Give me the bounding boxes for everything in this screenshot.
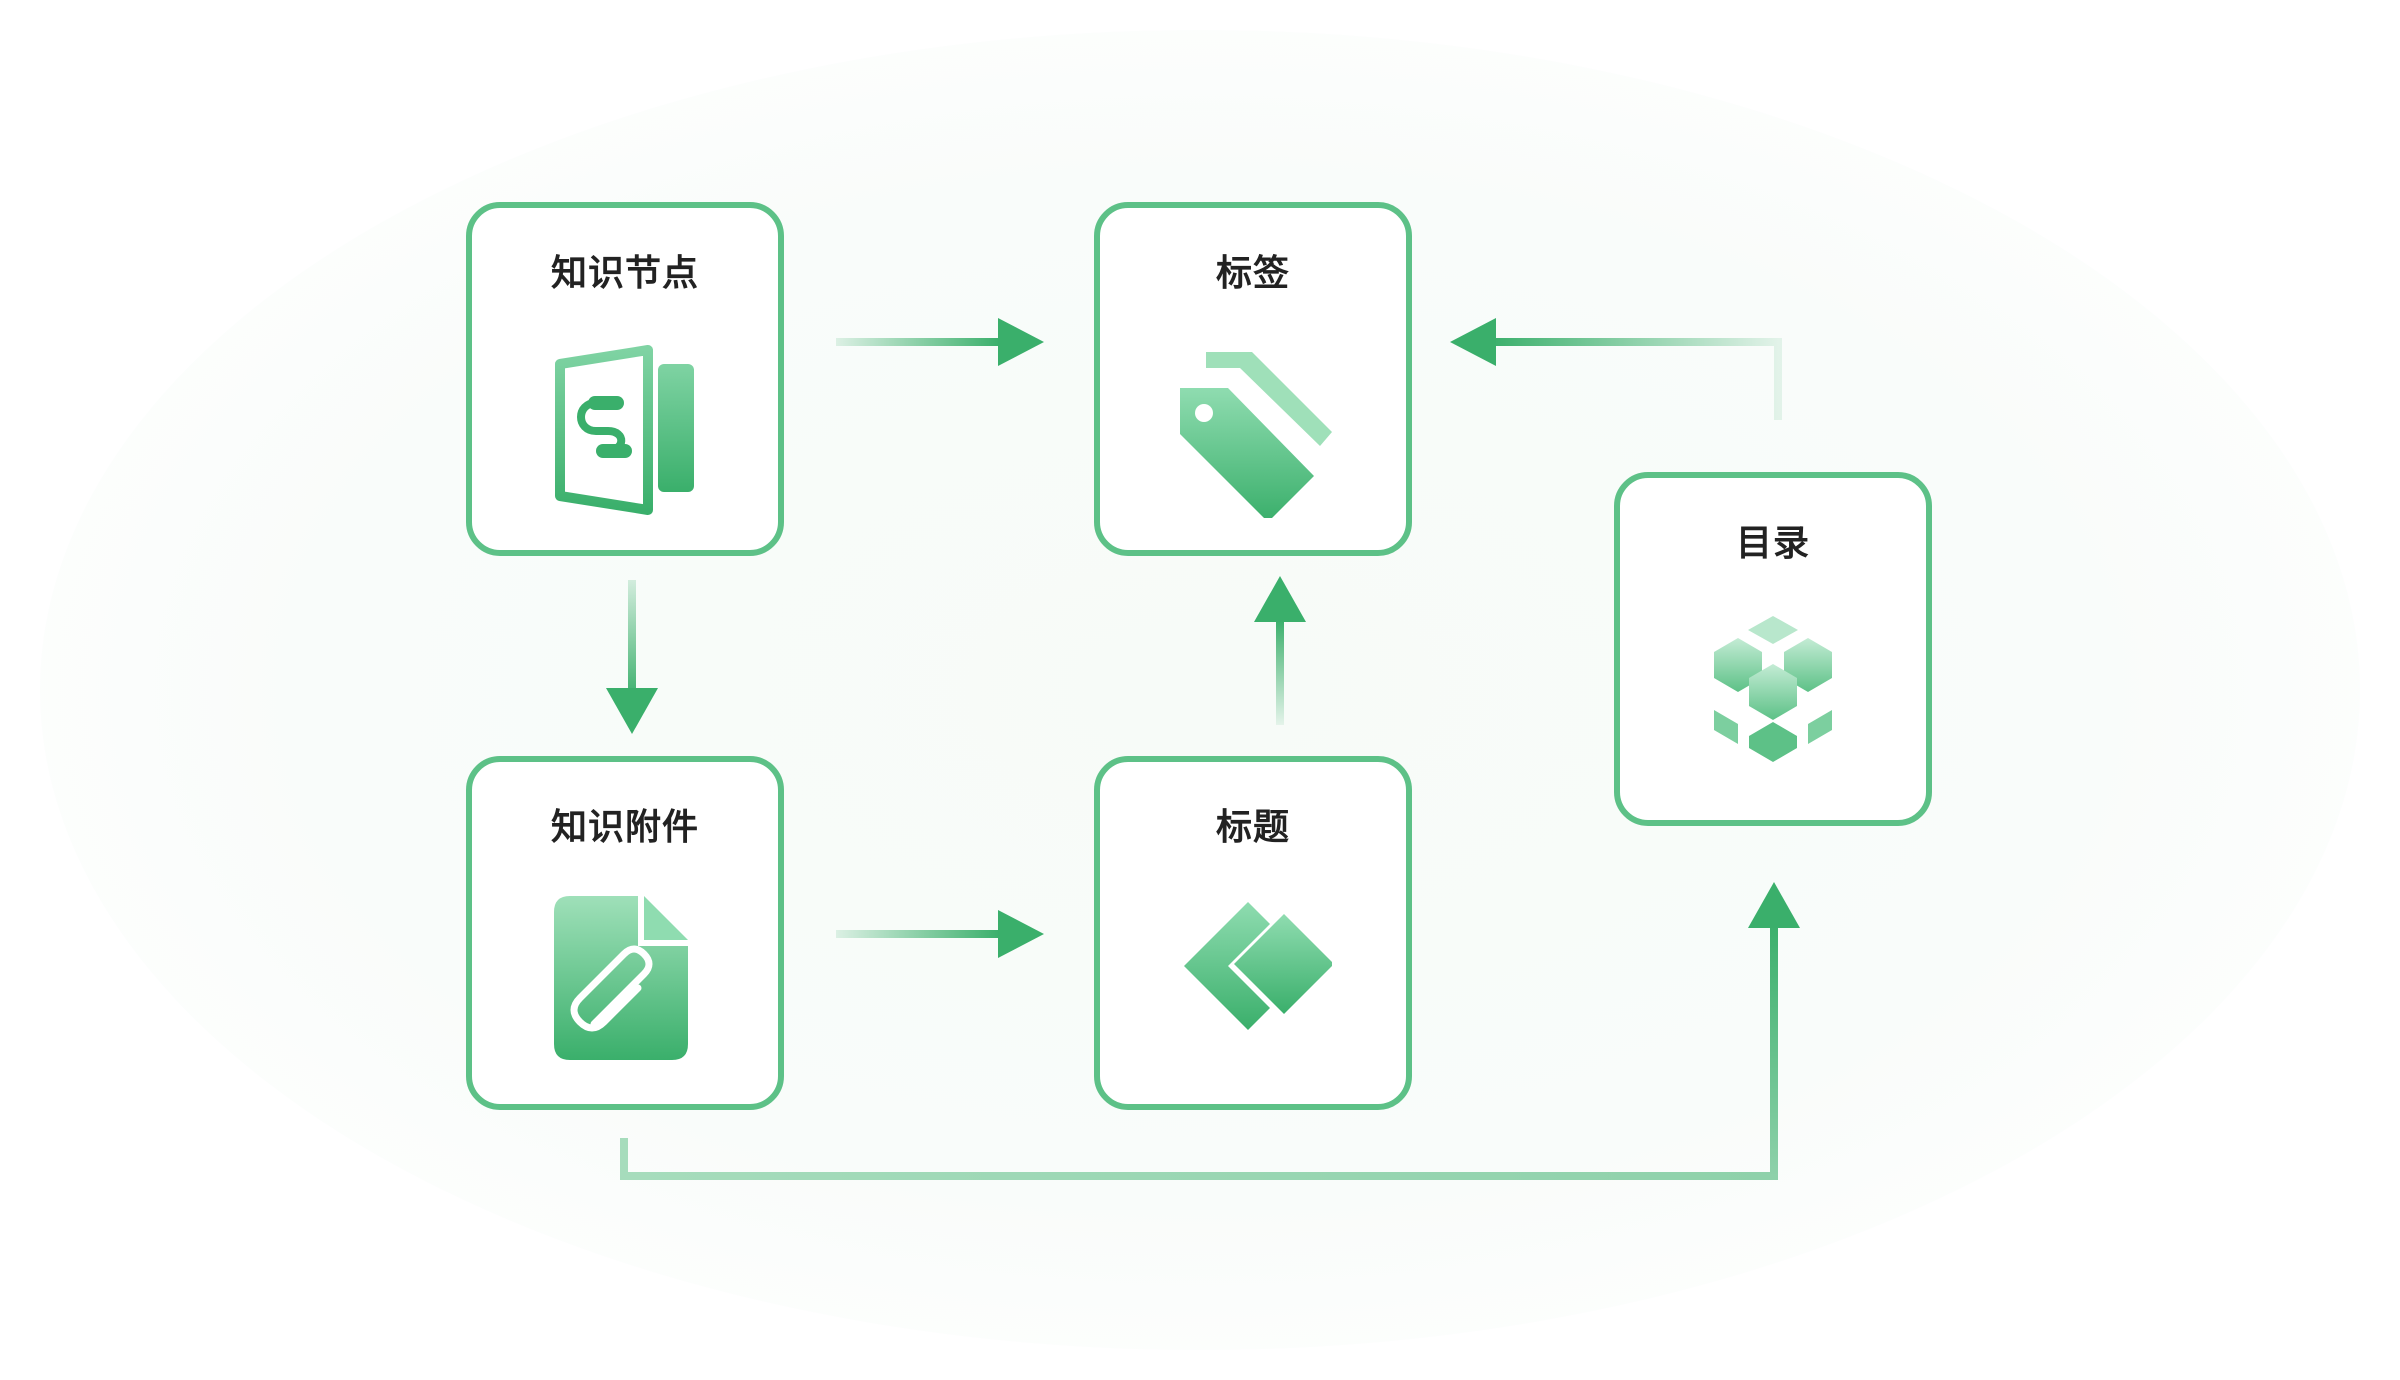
node-heading[interactable]: 标题 [1094, 756, 1412, 1110]
arrow-knowledge-to-attachment [606, 580, 658, 734]
node-title: 知识节点 [550, 253, 699, 294]
node-tag[interactable]: 标签 [1094, 202, 1412, 556]
node-title: 知识附件 [550, 807, 699, 848]
arrow-attachment-to-heading [836, 910, 1044, 958]
arrow-catalog-to-tag [1450, 318, 1782, 420]
diamond-chevron-icon [1174, 882, 1334, 1072]
paperclip-file-icon [546, 882, 704, 1072]
node-title: 标题 [1215, 807, 1290, 848]
node-attachment[interactable]: 知识附件 [466, 756, 784, 1110]
arrow-attachment-to-catalog [620, 882, 1800, 1180]
cube-cluster-icon [1694, 598, 1852, 788]
tag-icon [1174, 328, 1332, 522]
node-catalog[interactable]: 目录 [1614, 472, 1932, 826]
node-title: 标签 [1215, 253, 1290, 294]
arrow-knowledge-to-tag [836, 318, 1044, 366]
node-knowledge-node[interactable]: 知识节点 [466, 202, 784, 556]
document-link-icon [546, 328, 704, 518]
node-title: 目录 [1735, 523, 1810, 564]
arrow-heading-to-tag [1254, 576, 1306, 725]
